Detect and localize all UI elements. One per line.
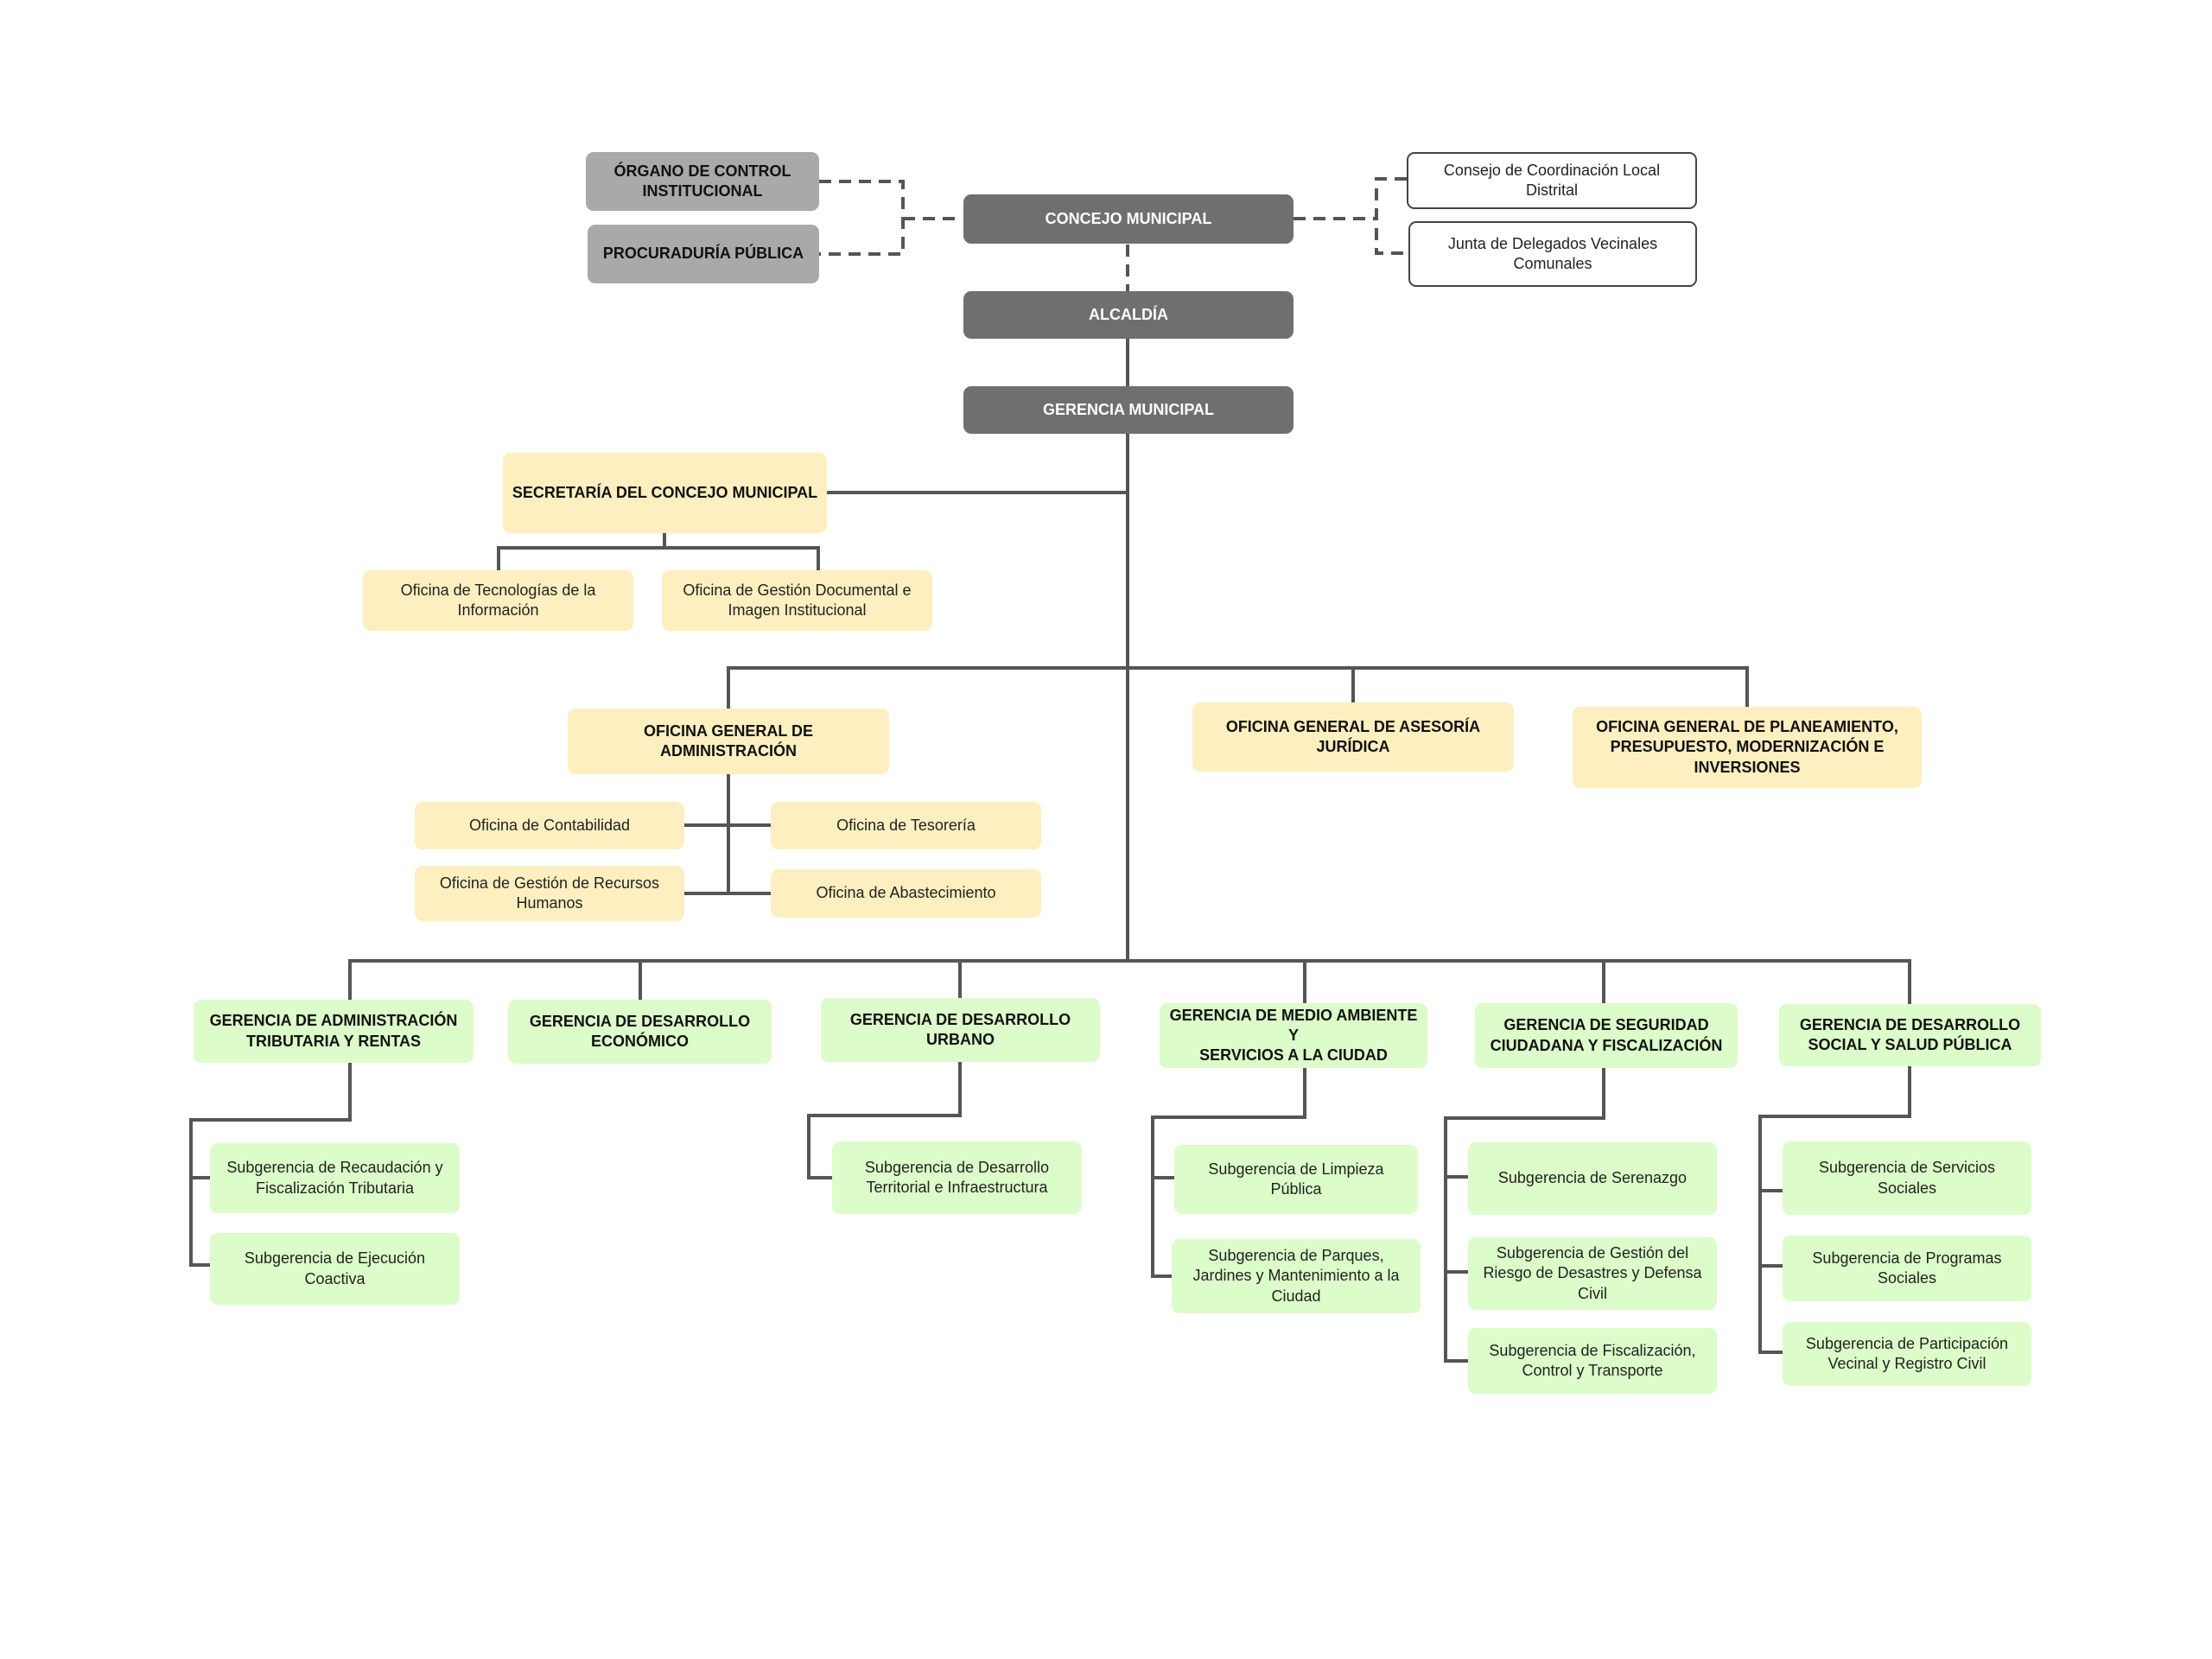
gerencia-desarrollo-economico-box: GERENCIA DE DESARROLLO ECONÓMICO (508, 1000, 772, 1064)
subgerencia-programas-sociales-box: Subgerencia de Programas Sociales (1783, 1236, 2031, 1301)
oficina-contabilidad-box: Oficina de Contabilidad (415, 802, 684, 849)
line-administracion-children (684, 773, 771, 895)
alcaldia-box: ALCALDÍA (963, 291, 1294, 339)
gerencia-medio-ambiente-box: GERENCIA DE MEDIO AMBIENTE Y SERVICIOS A… (1160, 1003, 1427, 1068)
gerencia-desarrollo-social-box: GERENCIA DE DESARROLLO SOCIAL Y SALUD PÚ… (1779, 1004, 2041, 1066)
subgerencia-gestion-riesgo-box: Subgerencia de Gestión del Riesgo de Des… (1468, 1237, 1717, 1310)
dashed-connector-control-bracket (819, 180, 962, 256)
gerencia-seguridad-box: GERENCIA DE SEGURIDAD CIUDADANA Y FISCAL… (1475, 1003, 1738, 1068)
subgerencia-ejecucion-coactiva-box: Subgerencia de Ejecución Coactiva (210, 1233, 460, 1305)
line-social-children (1758, 1066, 1911, 1354)
line-urbano-children (807, 1062, 962, 1179)
subgerencia-serenazgo-box: Subgerencia de Serenazgo (1468, 1142, 1717, 1215)
subgerencia-limpieza-publica-box: Subgerencia de Limpieza Pública (1174, 1145, 1418, 1214)
gerencia-municipal-box: GERENCIA MUNICIPAL (963, 386, 1294, 434)
subgerencia-participacion-vecinal-box: Subgerencia de Participación Vecinal y R… (1783, 1322, 2031, 1386)
subgerencia-fiscalizacion-control-box: Subgerencia de Fiscalización, Control y … (1468, 1328, 1717, 1394)
oficina-asesoria-box: OFICINA GENERAL DE ASESORÍA JURÍDICA (1192, 702, 1514, 772)
oficina-tecnologias-box: Oficina de Tecnologías de la Información (363, 570, 633, 631)
subgerencia-servicios-sociales-box: Subgerencia de Servicios Sociales (1783, 1141, 2031, 1215)
oficina-administracion-box: OFICINA GENERAL DE ADMINISTRACIÓN (568, 709, 889, 774)
line-seguridad-children (1444, 1068, 1605, 1363)
line-secretaria-children (497, 533, 820, 570)
concejo-municipal-box: CONCEJO MUNICIPAL (963, 194, 1294, 244)
line-gerencias-bus (348, 959, 1911, 1004)
oficina-gestion-documental-box: Oficina de Gestión Documental e Imagen I… (662, 570, 932, 631)
line-medioambiente-children (1151, 1068, 1306, 1278)
oficina-tesoreria-box: Oficina de Tesorería (771, 802, 1041, 849)
junta-delegados-box: Junta de Delegados Vecinales Comunales (1408, 221, 1697, 287)
oficina-recursos-humanos-box: Oficina de Gestión de Recursos Humanos (415, 866, 684, 921)
subgerencia-desarrollo-territorial-box: Subgerencia de Desarrollo Territorial e … (832, 1141, 1082, 1214)
oficina-planeamiento-box: OFICINA GENERAL DE PLANEAMIENTO, PRESUPU… (1573, 707, 1922, 788)
dashed-connector-consulting-bracket (1294, 177, 1407, 255)
consejo-coordinacion-box: Consejo de Coordinación Local Distrital (1407, 152, 1697, 209)
subgerencia-parques-box: Subgerencia de Parques, Jardines y Mante… (1172, 1239, 1421, 1313)
gerencia-tributaria-box: GERENCIA DE ADMINISTRACIÓN TRIBUTARIA Y … (194, 1000, 474, 1063)
secretaria-concejo-box: SECRETARÍA DEL CONCEJO MUNICIPAL (503, 453, 827, 533)
line-tributaria-children (189, 1063, 352, 1267)
line-oficinas-generales (727, 666, 1749, 709)
oficina-abastecimiento-box: Oficina de Abastecimiento (771, 869, 1041, 918)
gerencia-desarrollo-urbano-box: GERENCIA DE DESARROLLO URBANO (821, 998, 1100, 1062)
procuraduria-box: PROCURADURÍA PÚBLICA (588, 225, 819, 283)
subgerencia-recaudacion-box: Subgerencia de Recaudación y Fiscalizaci… (210, 1143, 460, 1213)
organo-control-box: ÓRGANO DE CONTROL INSTITUCIONAL (586, 152, 819, 211)
